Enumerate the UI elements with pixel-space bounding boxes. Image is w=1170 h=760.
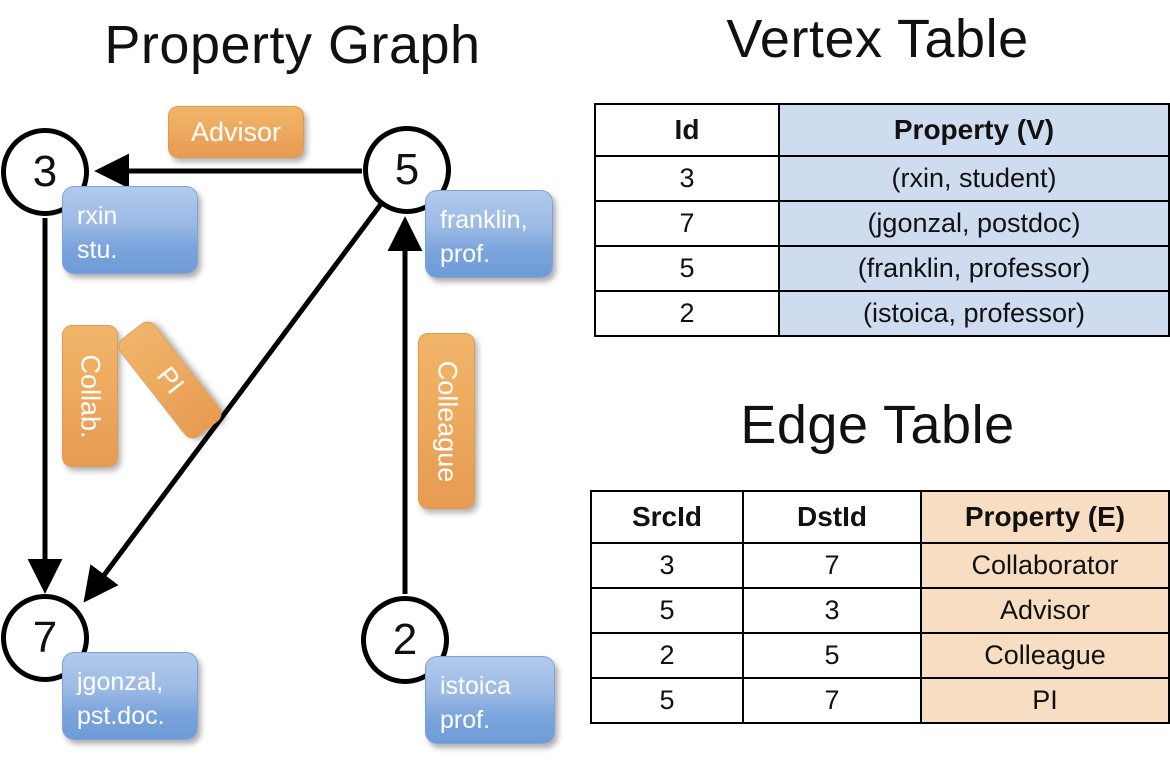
table-row[interactable]: 5 3 Advisor bbox=[590, 587, 1170, 634]
edge-row-3-property: PI bbox=[920, 677, 1170, 724]
graph-node-5[interactable]: 5 bbox=[363, 126, 451, 214]
node-property-2-line1: istoica bbox=[440, 672, 511, 700]
edge-label-advisor: Advisor bbox=[168, 106, 304, 158]
node-property-box-7: jgonzal, pst.doc. bbox=[62, 652, 198, 740]
table-row[interactable]: 3 7 Collaborator bbox=[590, 542, 1170, 589]
vertex-row-3-property: (istoica, professor) bbox=[778, 290, 1170, 337]
edge-table-header-srcid: SrcId bbox=[590, 490, 744, 544]
edge-label-collab-text: Collab. bbox=[75, 353, 106, 439]
node-property-2-line2: prof. bbox=[440, 706, 491, 734]
graph-edge-lines bbox=[27, 153, 423, 603]
page-title-edge-table: Edge Table bbox=[740, 395, 1015, 455]
node-property-7-line2: pst.doc. bbox=[77, 702, 165, 730]
vertex-table: Id Property (V) 3 (rxin, student) 7 (jgo… bbox=[594, 103, 1170, 337]
vertex-row-1-property: (jgonzal, postdoc) bbox=[778, 200, 1170, 247]
edge-table-header-dstid: DstId bbox=[742, 490, 922, 544]
vertex-row-2-property: (franklin, professor) bbox=[778, 245, 1170, 292]
edge-row-2-src: 2 bbox=[590, 632, 744, 679]
graph-node-2-id: 2 bbox=[392, 615, 418, 664]
property-graph-diagram: 3 5 7 2 rxin stu. franklin, prof. jgonza… bbox=[1, 106, 555, 744]
node-property-7-line1: jgonzal, bbox=[77, 668, 164, 696]
node-property-box-5: franklin, prof. bbox=[425, 190, 553, 278]
node-property-3-line2: stu. bbox=[77, 236, 118, 264]
page-title-property-graph: Property Graph bbox=[104, 15, 481, 75]
edge-row-1-src: 5 bbox=[590, 587, 744, 634]
edge-label-pi-text: PI bbox=[150, 360, 191, 399]
edge-row-3-src: 5 bbox=[590, 677, 744, 724]
vertex-row-2-id: 5 bbox=[594, 245, 780, 292]
vertex-row-3-id: 2 bbox=[594, 290, 780, 337]
edge-row-1-property: Advisor bbox=[920, 587, 1170, 634]
node-property-5-line2: prof. bbox=[440, 240, 491, 268]
vertex-table-header-row: Id Property (V) bbox=[594, 103, 1170, 157]
edge-line-5-to-7 bbox=[83, 202, 384, 603]
table-row[interactable]: 3 (rxin, student) bbox=[594, 155, 1170, 202]
vertex-table-header-id: Id bbox=[594, 103, 780, 157]
edge-label-collab: Collab. bbox=[62, 325, 118, 467]
edge-row-0-property: Collaborator bbox=[920, 542, 1170, 589]
edge-row-2-dst: 5 bbox=[742, 632, 922, 679]
edge-label-colleague: Colleague bbox=[418, 333, 475, 509]
graph-node-7-id: 7 bbox=[32, 613, 58, 662]
graph-node-3-id: 3 bbox=[32, 147, 58, 196]
node-property-3-line1: rxin bbox=[77, 202, 118, 230]
edge-table: SrcId DstId Property (E) 3 7 Collaborato… bbox=[590, 490, 1170, 724]
edge-label-colleague-text: Colleague bbox=[432, 360, 462, 482]
vertex-row-0-property: (rxin, student) bbox=[778, 155, 1170, 202]
node-property-box-3: rxin stu. bbox=[62, 186, 198, 274]
edge-table-header-property: Property (E) bbox=[920, 490, 1170, 544]
edge-row-3-dst: 7 bbox=[742, 677, 922, 724]
page-title-vertex-table: Vertex Table bbox=[726, 9, 1029, 69]
table-row[interactable]: 7 (jgonzal, postdoc) bbox=[594, 200, 1170, 247]
edge-label-advisor-text: Advisor bbox=[190, 116, 282, 147]
table-row[interactable]: 5 (franklin, professor) bbox=[594, 245, 1170, 292]
node-property-5-line1: franklin, bbox=[440, 206, 528, 234]
graph-node-2[interactable]: 2 bbox=[361, 596, 449, 684]
graph-node-5-id: 5 bbox=[394, 145, 420, 194]
table-row[interactable]: 2 (istoica, professor) bbox=[594, 290, 1170, 337]
table-row[interactable]: 2 5 Colleague bbox=[590, 632, 1170, 679]
edge-row-1-dst: 3 bbox=[742, 587, 922, 634]
table-row[interactable]: 5 7 PI bbox=[590, 677, 1170, 724]
edge-row-0-dst: 7 bbox=[742, 542, 922, 589]
node-property-box-2: istoica prof. bbox=[425, 656, 555, 744]
edge-table-header-row: SrcId DstId Property (E) bbox=[590, 490, 1170, 544]
edge-row-2-property: Colleague bbox=[920, 632, 1170, 679]
edge-row-0-src: 3 bbox=[590, 542, 744, 589]
vertex-table-header-property: Property (V) bbox=[778, 103, 1170, 157]
vertex-row-0-id: 3 bbox=[594, 155, 780, 202]
vertex-row-1-id: 7 bbox=[594, 200, 780, 247]
